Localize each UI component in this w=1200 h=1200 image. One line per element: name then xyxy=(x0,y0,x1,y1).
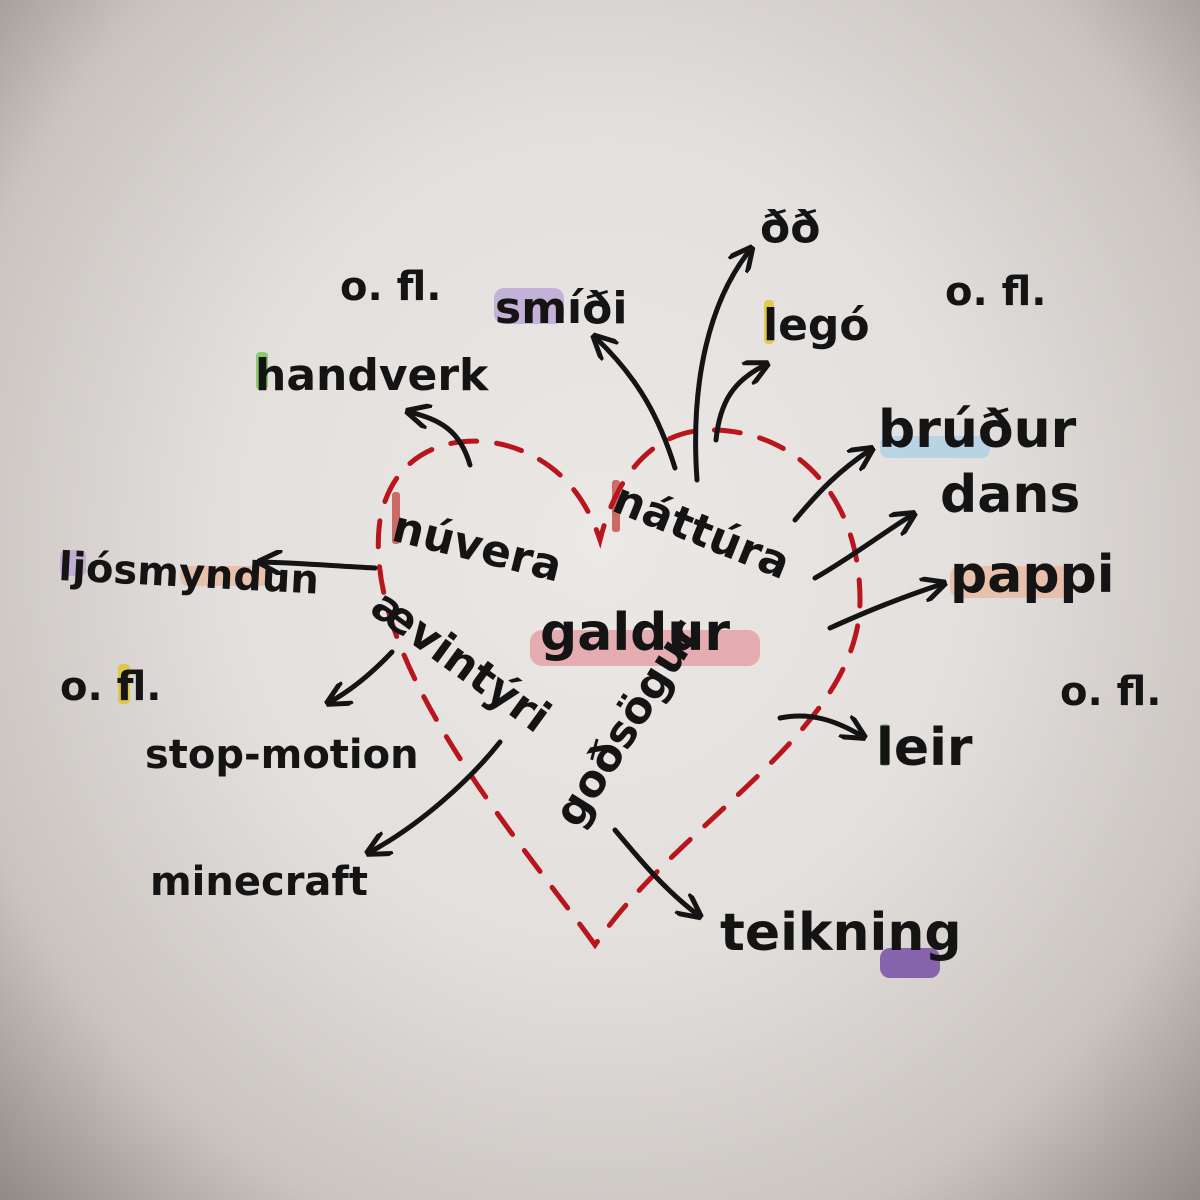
center-word-galdur: galdur xyxy=(540,603,730,663)
word-brudur: brúður xyxy=(878,400,1077,460)
arrows xyxy=(262,250,942,915)
word-lego: legó xyxy=(763,300,870,351)
word-teikning: teikning xyxy=(720,903,962,963)
arrow-to-dd xyxy=(693,250,750,483)
teikning-purple-mark xyxy=(880,948,940,978)
galdur-pink-mark xyxy=(530,630,760,666)
ljosmyndun-peach-mark xyxy=(180,566,270,586)
word-dd: ðð xyxy=(760,202,820,253)
arrow-to-teikning xyxy=(612,827,698,915)
etc-label-top-left: o. fl. xyxy=(340,264,441,310)
word-stop-motion: stop-motion xyxy=(145,732,419,778)
arrow-to-smidi xyxy=(596,338,678,471)
arrow-to-dans xyxy=(812,515,912,581)
ljosmyndun-purple-mark xyxy=(60,550,86,576)
heart-word-nuvera: núvera xyxy=(387,501,567,592)
arrow-to-ljosmyndun xyxy=(262,562,378,568)
etc-label-right: o. fl. xyxy=(1060,669,1161,715)
nuvera-red-mark xyxy=(392,492,400,544)
word-leir: leir xyxy=(876,718,973,778)
arrow-to-minecraft xyxy=(370,739,503,852)
word-handverk: handverk xyxy=(255,350,490,401)
word-minecraft: minecraft xyxy=(150,859,368,905)
arrow-to-leir xyxy=(777,713,862,736)
arrow-to-brudur xyxy=(792,450,870,523)
word-smidi: smíði xyxy=(495,283,627,334)
etc-label-top-right: o. fl. xyxy=(945,269,1046,315)
heart-word-aevintyri: ævintýri xyxy=(362,580,560,743)
highlighter-accents xyxy=(60,288,1070,978)
heart-outline xyxy=(375,427,863,950)
word-ljosmyndun: ljósmyndun xyxy=(57,544,320,604)
oflleft-yellow-mark xyxy=(118,664,130,704)
etc-label-left: o. fl. xyxy=(60,664,161,710)
arrow-to-pappi xyxy=(827,584,942,631)
smidi-purple-mark xyxy=(494,288,564,324)
brudur-blue-mark xyxy=(880,436,990,458)
pappi-peach-mark xyxy=(950,566,1070,598)
arrow-to-lego xyxy=(713,365,765,443)
arrow-to-stop-motion xyxy=(330,649,395,702)
arrow-to-handverk xyxy=(410,412,473,468)
leir-green-mark xyxy=(880,724,890,766)
lego-yellow-mark xyxy=(764,300,774,344)
word-pappi: pappi xyxy=(950,545,1115,605)
handverk-green-mark xyxy=(256,352,268,390)
word-dans: dans xyxy=(940,465,1080,525)
heart-word-nattura: náttúra xyxy=(606,473,797,590)
